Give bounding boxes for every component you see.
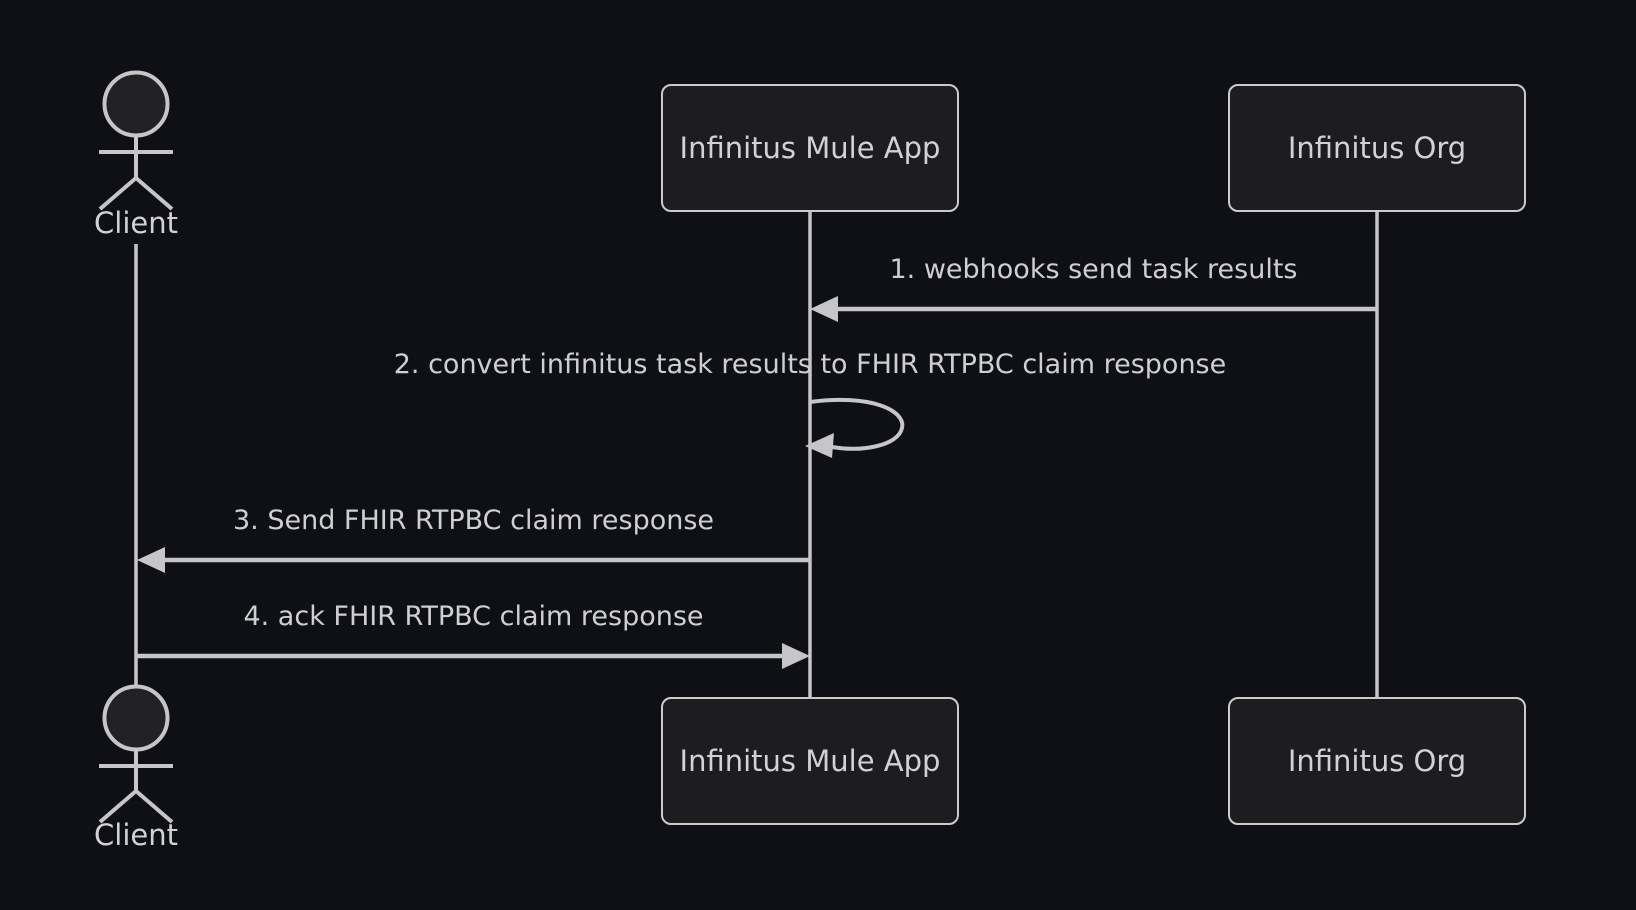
client-leg-left-bottom <box>98 789 138 824</box>
client-actor-figure-top <box>98 70 174 211</box>
message-3-label: 3. Send FHIR RTPBC claim response <box>232 505 715 536</box>
message-4-label: 4. ack FHIR RTPBC claim response <box>243 601 704 632</box>
message-2-arrowhead <box>805 433 834 458</box>
participant-box-org-bottom: Infinitus Org <box>1228 697 1526 825</box>
participant-box-mule-app-top: Infinitus Mule App <box>661 84 959 212</box>
client-actor-label-top: Client <box>94 206 178 240</box>
message-3-arrow <box>137 547 810 573</box>
message-1-arrow <box>810 296 1377 322</box>
participant-label-mule-app-bottom: Infinitus Mule App <box>679 744 941 778</box>
message-3-arrowhead <box>137 547 165 573</box>
message-1-arrowhead <box>810 296 838 322</box>
message-2-loop-path <box>809 397 905 451</box>
participant-box-mule-app-bottom: Infinitus Mule App <box>661 697 959 825</box>
message-2-self-loop <box>805 397 905 458</box>
message-1-label: 1. webhooks send task results <box>889 254 1298 285</box>
client-leg-left-top <box>98 176 138 211</box>
client-leg-right-bottom <box>134 789 174 824</box>
message-4-arrow <box>136 643 810 669</box>
client-head-top <box>102 70 170 138</box>
participant-box-org-top: Infinitus Org <box>1228 84 1526 212</box>
participant-label-org-bottom: Infinitus Org <box>1287 744 1467 778</box>
participant-label-mule-app-top: Infinitus Mule App <box>679 131 941 165</box>
client-actor-label-bottom: Client <box>94 818 178 852</box>
message-2-label: 2. convert infinitus task results to FHI… <box>393 349 1227 380</box>
client-actor-figure-bottom <box>98 684 174 824</box>
message-4-arrowhead <box>782 643 810 669</box>
client-leg-right-top <box>134 176 174 211</box>
participant-label-org-top: Infinitus Org <box>1287 131 1467 165</box>
client-head-bottom <box>102 684 170 752</box>
